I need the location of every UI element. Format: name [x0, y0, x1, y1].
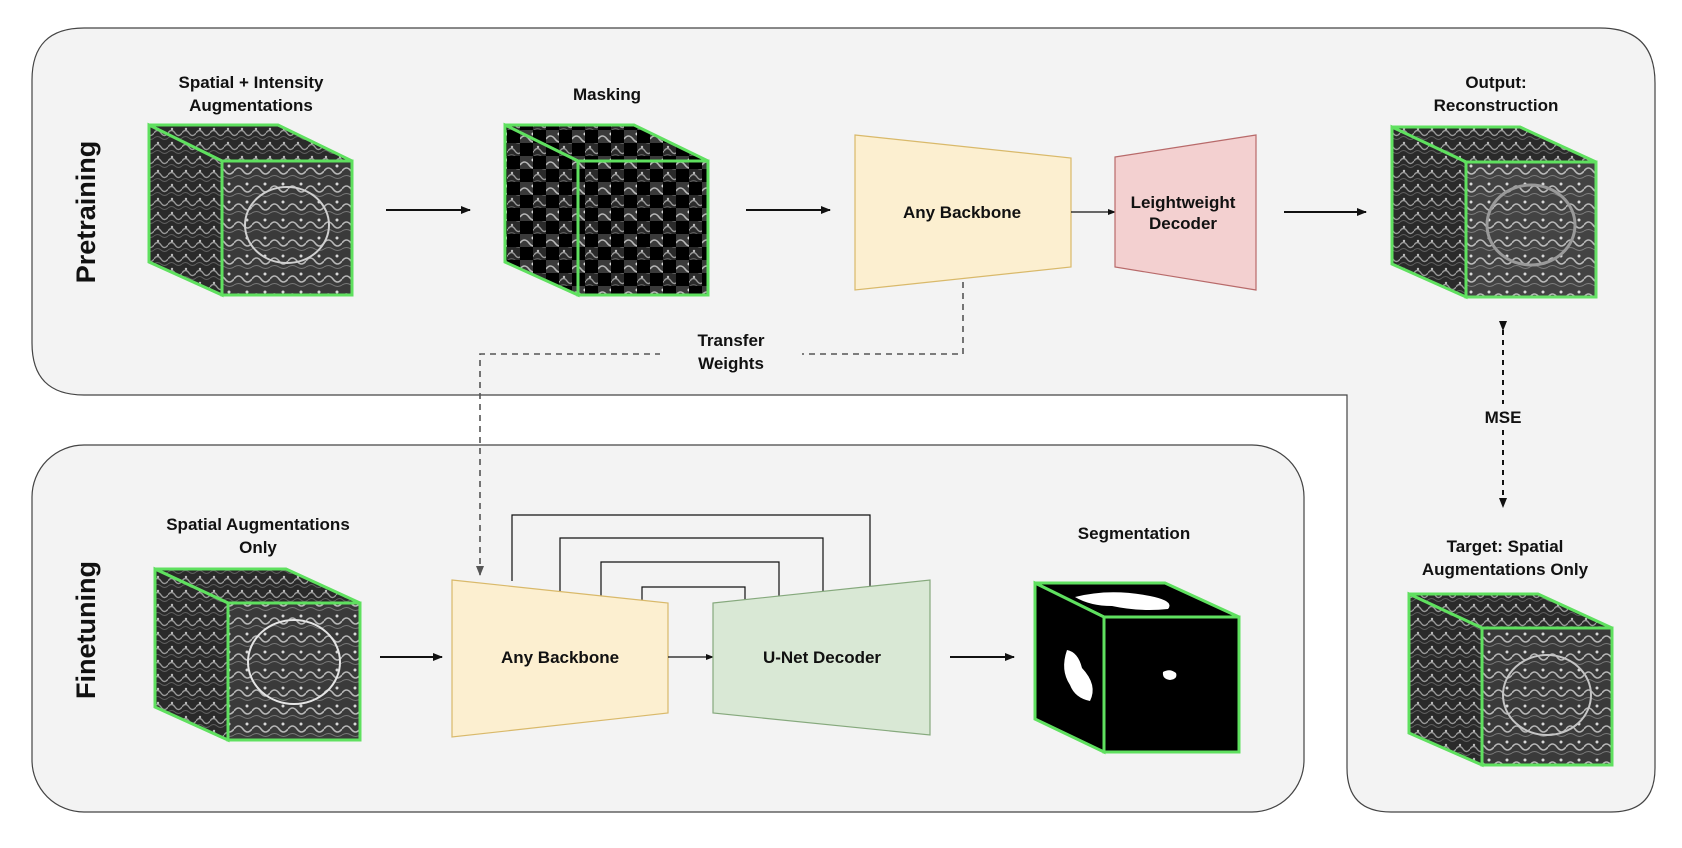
masked-cube [503, 122, 710, 298]
reconstruction-cube [1390, 124, 1598, 300]
pretrain-backbone [854, 134, 1072, 291]
target-label-line1: Target: Spatial [1447, 537, 1564, 556]
segmentation-cube [1033, 580, 1241, 755]
segmentation-mask-side [1064, 650, 1093, 701]
target-cube [1407, 591, 1614, 768]
decoder-label-line2: Decoder [1149, 214, 1217, 233]
finetune-input-cube [153, 566, 362, 743]
segmentation-mask-front [1162, 670, 1177, 680]
unet-skip-connections [511, 514, 871, 604]
finetune-input-label-line2: Only [239, 538, 277, 557]
finetune-input-label-line1: Spatial Augmentations [166, 515, 350, 534]
decoder-label-line1: Leightweight [1131, 193, 1236, 212]
pretrain-backbone-label: Any Backbone [903, 203, 1021, 222]
mse-label-bg [1478, 404, 1530, 430]
target-label-line2: Augmentations Only [1422, 560, 1589, 579]
finetune-backbone-label: Any Backbone [501, 648, 619, 667]
transfer-label-line1: Transfer [697, 331, 764, 350]
lightweight-decoder [1114, 134, 1257, 291]
input-augmented-cube [147, 122, 354, 298]
input-augmented-label-line2: Augmentations [189, 96, 313, 115]
segmentation-label: Segmentation [1078, 524, 1190, 543]
output-label-line2: Reconstruction [1434, 96, 1559, 115]
finetune-backbone [451, 579, 669, 738]
input-augmented-label: Spatial + Intensity [178, 73, 324, 92]
segmentation-mask-top [1075, 592, 1170, 610]
output-label-line1: Output: [1465, 73, 1526, 92]
transfer-label-bg [660, 325, 802, 379]
mse-label: MSE [1485, 408, 1522, 427]
masking-label: Masking [573, 85, 641, 104]
unet-decoder-label: U-Net Decoder [763, 648, 881, 667]
unet-decoder [712, 579, 931, 736]
pretraining-title: Pretraining [71, 141, 101, 284]
finetuning-title: Finetuning [71, 561, 101, 699]
transfer-label-line2: Weights [698, 354, 764, 373]
